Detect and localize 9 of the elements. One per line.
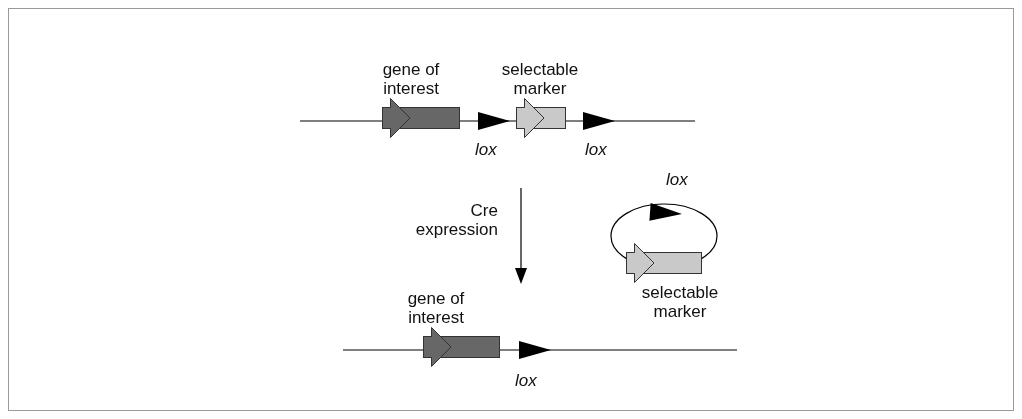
gene-label: selectable marker: [640, 283, 720, 321]
site-label: lox: [666, 170, 688, 189]
gene-label: gene of interest: [406, 289, 466, 327]
site-label: lox: [475, 140, 497, 159]
gene-label: gene of interest: [381, 60, 441, 98]
process-label: Cre expression: [414, 201, 498, 239]
gene-label: selectable marker: [500, 60, 580, 98]
site-label: lox: [585, 140, 607, 159]
site-label: lox: [515, 371, 537, 390]
